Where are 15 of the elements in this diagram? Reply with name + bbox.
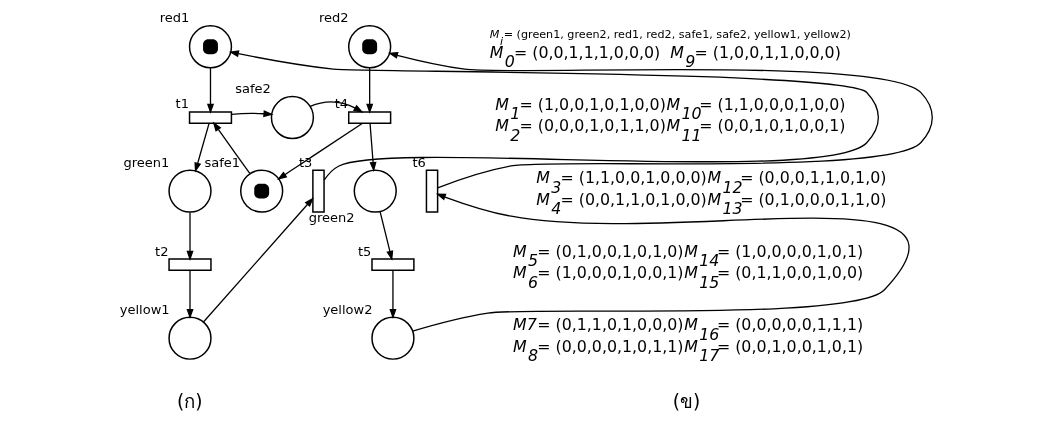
label: M7= (0,1,1,0,1,0,0,0)	[512, 315, 684, 335]
node-label: t1	[175, 96, 189, 112]
label: (ก)	[176, 391, 202, 412]
label: (ข)	[672, 391, 700, 412]
node-label: red1	[159, 10, 189, 26]
node-label: green1	[122, 154, 169, 170]
node-label: red2	[318, 10, 349, 26]
node-label: t6	[411, 154, 426, 170]
node-label: green2	[308, 210, 355, 226]
node-label: safe1	[203, 154, 240, 170]
node-label: yellow2	[322, 301, 372, 317]
node-label: yellow1	[119, 301, 170, 317]
node-label: t2	[154, 243, 168, 259]
node-label: safe2	[234, 81, 271, 97]
node-label: t5	[357, 243, 371, 259]
